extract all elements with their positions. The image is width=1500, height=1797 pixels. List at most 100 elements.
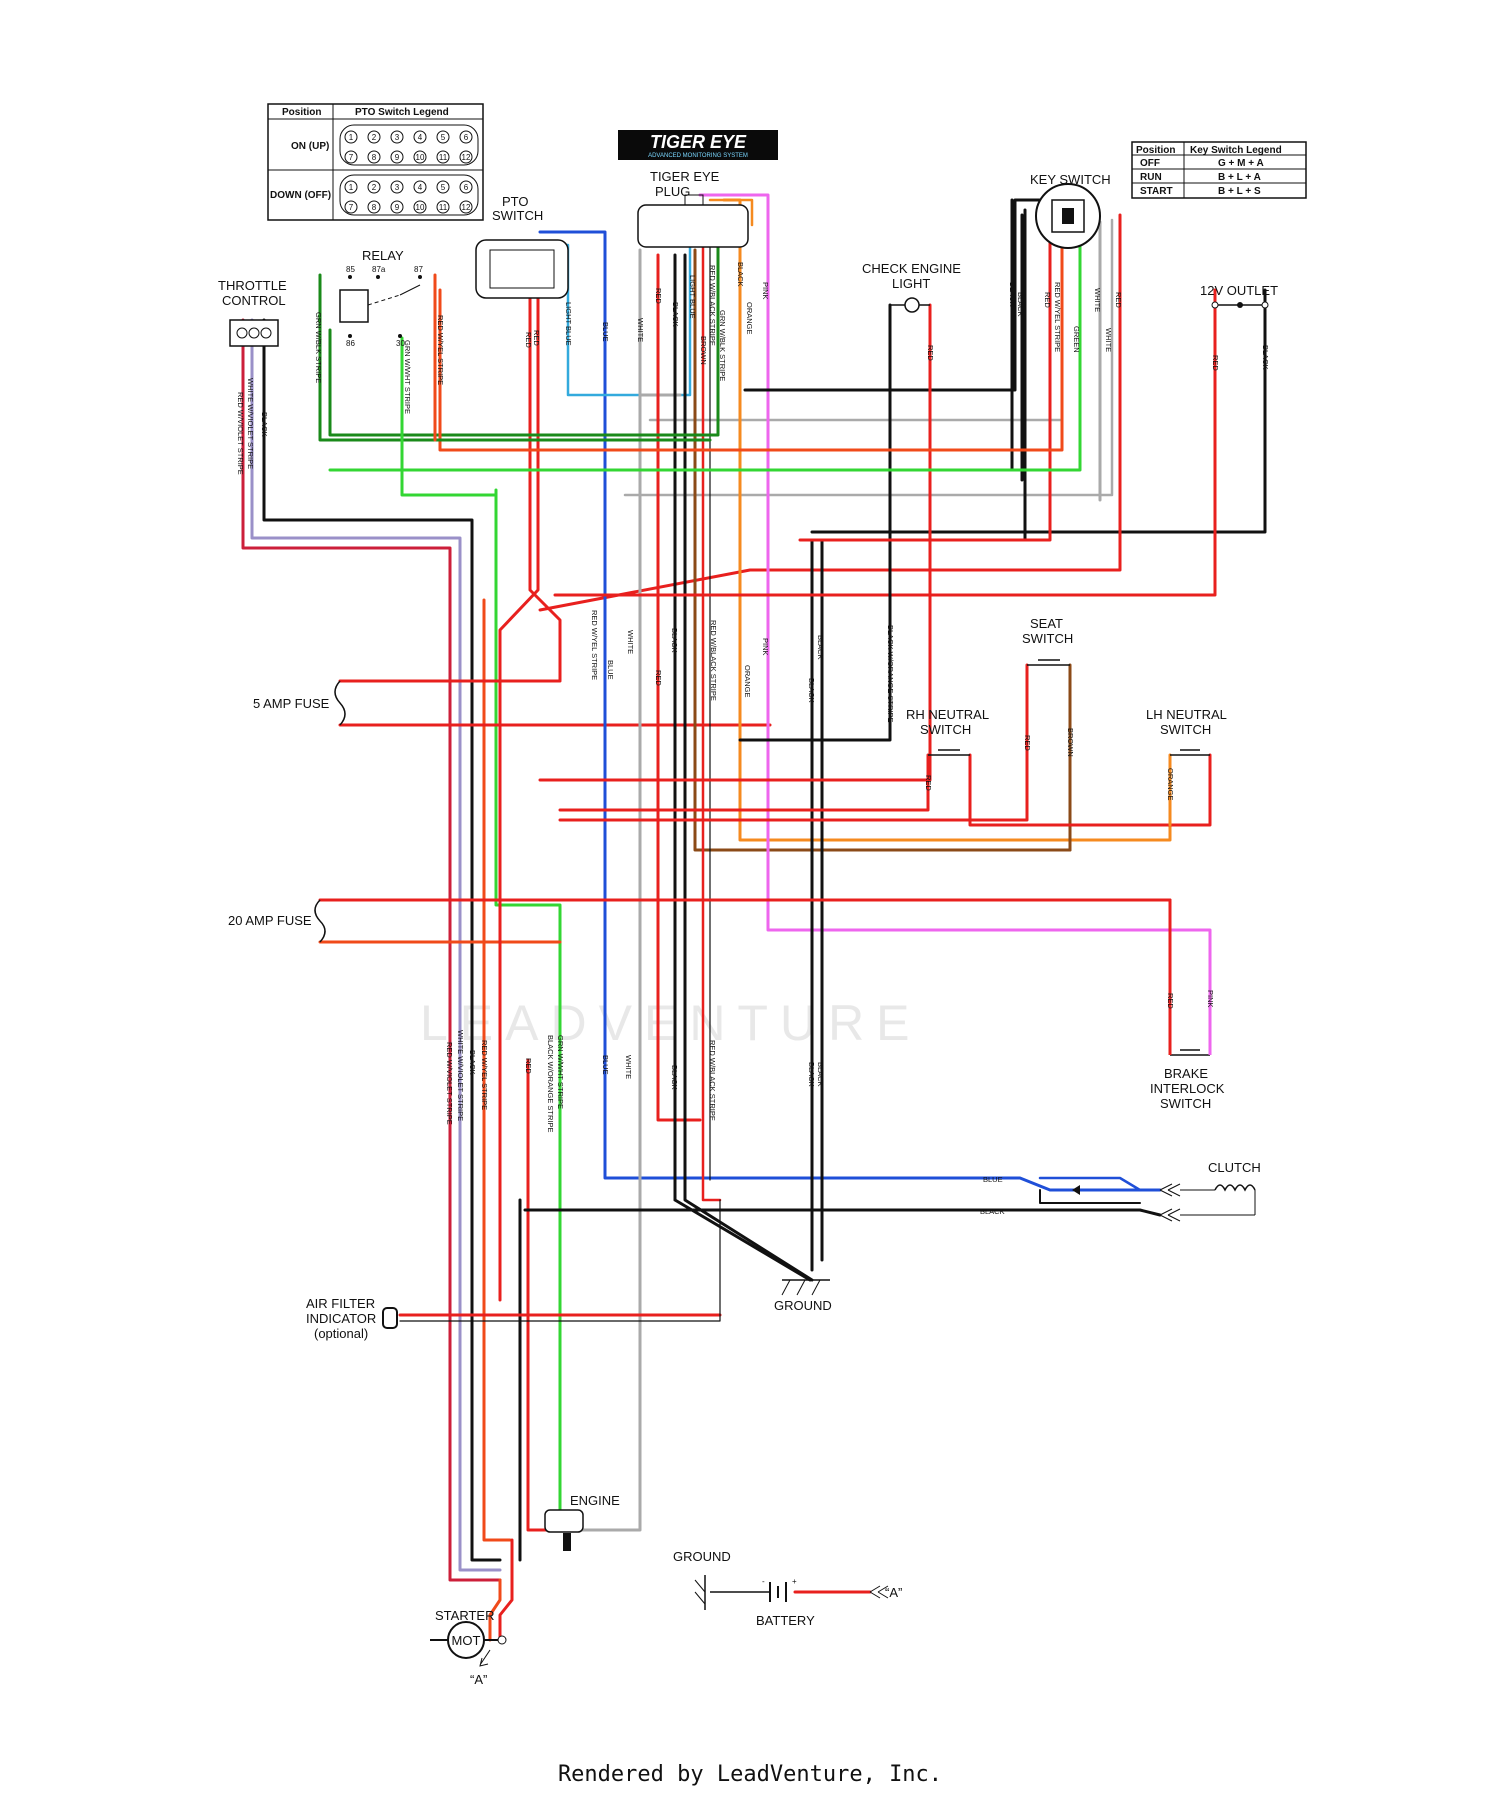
key-legend-col-position: Position	[1136, 145, 1175, 156]
wire-black-throttle	[262, 318, 502, 1562]
pto-pin	[413, 130, 427, 144]
pto-pin	[367, 180, 381, 194]
wire-red-diag	[538, 298, 1122, 612]
wire-starter-1	[488, 1578, 502, 1642]
pto-pin-label: 7	[349, 203, 354, 212]
wire-white-key	[623, 218, 1114, 497]
seat-switch-label-1: SEAT	[1030, 616, 1063, 631]
pto-pin	[436, 150, 450, 164]
seat-switch	[1027, 659, 1070, 666]
wire-label-seat-red: RED	[1023, 735, 1032, 751]
pto-on-connector	[339, 124, 479, 166]
tiger-eye-logo-subtext: ADVANCED MONITORING SYSTEM	[648, 153, 748, 159]
starter-motor-label: MOT	[452, 1633, 481, 1648]
wire-label-mid-black-orange: BLACK W/ORANGE STRIPE	[886, 625, 895, 723]
pto-pin	[436, 200, 450, 214]
throttle-control	[229, 319, 279, 347]
ref-a-battery: “A”	[885, 1585, 902, 1600]
pto-pin-label: 11	[439, 153, 448, 162]
air-filter-label-1: AIR FILTER	[306, 1296, 375, 1311]
wire-label-grn-wht-relay: GRN W/WHT STRIPE	[403, 340, 412, 414]
wire-label-mid-orange: ORANGE	[743, 665, 752, 698]
fuse-5a-label: 5 AMP FUSE	[253, 696, 330, 711]
wire-label-mid-black: BLACK	[670, 628, 679, 653]
pto-switch-label-1: PTO	[502, 194, 529, 209]
wire-redblk-te	[701, 228, 722, 1202]
engine-connector	[544, 1509, 584, 1551]
wire-green-bus	[494, 488, 562, 1522]
wire-label-brake-red: RED	[1166, 993, 1175, 1009]
pto-pin	[413, 150, 427, 164]
air-filter-label-2: INDICATOR	[306, 1311, 376, 1326]
engine-label: ENGINE	[570, 1493, 620, 1508]
footer-credit: Rendered by LeadVenture, Inc.	[557, 1762, 943, 1787]
wire-check-engine-red	[538, 303, 932, 782]
wire-orange-te	[722, 198, 1172, 842]
wire-label-te-black-2: BLACK	[736, 262, 745, 287]
wire-label-mid-black-2: BLACK	[807, 678, 816, 703]
wire-pto-red-2	[498, 278, 540, 1302]
wire-label-key-red-yel: RED W/YEL STRIPE	[1053, 282, 1062, 352]
pto-switch	[475, 239, 569, 299]
pto-pin	[459, 200, 473, 214]
relay-pin-86: 86	[346, 339, 355, 348]
brake-label-3: SWITCH	[1160, 1096, 1211, 1111]
air-filter-indicator	[382, 1307, 398, 1329]
pto-pin-label: 2	[372, 133, 377, 142]
starter-label: STARTER	[435, 1608, 494, 1623]
pto-pin	[367, 130, 381, 144]
wire-red-12v	[553, 288, 1217, 597]
wire-label-clutch-black: BLACK	[980, 1207, 1005, 1216]
ref-a-starter: “A”	[470, 1672, 487, 1687]
pto-pin	[459, 130, 473, 144]
check-engine-label-1: CHECK ENGINE	[862, 261, 961, 276]
pto-pin-label: 8	[372, 203, 377, 212]
wire-green-te	[328, 238, 720, 437]
pto-legend-row-on: ON (UP)	[291, 141, 329, 152]
ground-battery-label: GROUND	[673, 1549, 731, 1564]
pto-pin-label: 6	[464, 183, 469, 192]
pto-pin	[459, 150, 473, 164]
wire-label-pto-red-2: RED	[532, 330, 541, 346]
wire-black-clutch	[523, 1208, 1162, 1217]
wire-red-violet-main	[241, 318, 502, 1582]
pto-pin	[413, 180, 427, 194]
wire-label-mid-black-3: BLACK	[816, 635, 825, 660]
wire-black-orange	[738, 303, 892, 742]
brake-label-2: INTERLOCK	[1150, 1081, 1225, 1096]
pto-pin	[413, 200, 427, 214]
pto-pin	[344, 150, 358, 164]
pto-pin-label: 12	[462, 153, 471, 162]
pto-pin	[344, 130, 358, 144]
wire-label-mid-pink: PINK	[761, 638, 770, 656]
wire-label-mid-blue: BLUE	[606, 660, 615, 680]
wire-label-te-grn-blk: GRN W/BLK STRIPE	[718, 310, 727, 381]
wire-clutch-loop	[1039, 1189, 1141, 1204]
wire-label-black-throttle: BLACK	[260, 412, 269, 437]
pto-pin	[344, 180, 358, 194]
pto-pin	[390, 200, 404, 214]
wire-label-low-white-violet: WHITE W/VIOLET STRIPE	[456, 1030, 465, 1121]
air-filter-label-3: (optional)	[314, 1326, 368, 1341]
key-legend-start: START	[1140, 186, 1173, 197]
wire-key-redyel	[438, 220, 1064, 452]
wire-label-mid-red-blk: RED W/BLACK STRIPE	[709, 620, 718, 701]
wire-red-yel-bus	[482, 598, 512, 1542]
battery: - +	[694, 1575, 889, 1610]
pto-pin	[390, 130, 404, 144]
battery-minus: -	[762, 1577, 765, 1586]
rh-neutral-label-2: SWITCH	[920, 722, 971, 737]
wire-relay-grn-wht	[400, 336, 498, 497]
pto-pin	[436, 130, 450, 144]
pto-pin-label: 11	[439, 203, 448, 212]
check-engine-light	[890, 297, 930, 313]
components-layer: Position PTO Switch Legend ON (UP) DOWN …	[229, 103, 1307, 1667]
wire-label-low-grn-wht: GRN W/WHT STRIPE	[556, 1035, 565, 1109]
pto-pin	[390, 150, 404, 164]
wire-black-te	[673, 253, 812, 1282]
tiger-eye-plug	[637, 194, 749, 248]
wire-label-blue-top: BLUE	[601, 322, 610, 342]
outlet-12v-label: 12V OUTLET	[1200, 283, 1278, 298]
lh-neutral-label-2: SWITCH	[1160, 722, 1211, 737]
wire-label-seat-brown: BROWN	[1066, 728, 1075, 757]
